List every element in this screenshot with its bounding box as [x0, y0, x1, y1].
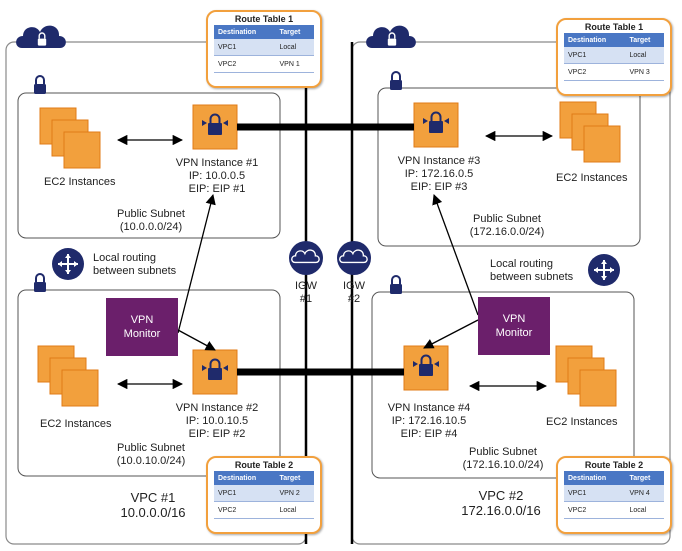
vpn-instance-icon — [413, 102, 459, 148]
vpc1-label: VPC #1 10.0.0.0/16 — [120, 490, 186, 520]
vpn-monitor-vpc1: VPN Monitor — [106, 298, 178, 356]
local-routing-label: Local routing between subnets — [93, 252, 177, 277]
cloud-lock-icon — [16, 25, 66, 48]
ec2-label: EC2 Instances — [556, 172, 628, 184]
ec2-label: EC2 Instances — [546, 416, 618, 428]
vpc2-label: VPC #2 172.16.0.0/16 — [461, 488, 541, 518]
router-icon — [587, 253, 621, 287]
internet-gateway-icon — [337, 241, 371, 275]
vpn-instance-icon — [192, 104, 238, 150]
lock-icon — [389, 71, 403, 91]
vpc1-subnet-top — [17, 92, 281, 239]
lock-icon — [33, 75, 47, 95]
vpn-instance-2-label: VPN Instance #2 IP: 10.0.10.5 EIP: EIP #… — [175, 402, 259, 440]
monitor1-to-vpn2 — [177, 329, 216, 351]
subnet-label: Public Subnet (172.16.10.0/24) — [462, 446, 544, 471]
subnet-label: Public Subnet (10.0.10.0/24) — [116, 442, 186, 467]
vpn-instance-icon — [403, 345, 449, 391]
vpc1-subnet-bottom — [17, 289, 281, 477]
ec2-instances-icon — [39, 107, 101, 169]
lock-icon — [389, 275, 403, 295]
monitor1-to-vpn1 — [177, 193, 216, 334]
subnet-label: Public Subnet (10.0.0.0/24) — [117, 208, 185, 233]
vpn-monitor-vpc2: VPN Monitor — [478, 297, 550, 355]
vpc2-subnet-top — [377, 87, 641, 247]
ec2-label: EC2 Instances — [40, 418, 112, 430]
ec2-instances-icon — [559, 101, 621, 163]
vpn-instance-4-label: VPN Instance #4 IP: 172.16.10.5 EIP: EIP… — [387, 402, 471, 440]
router-icon — [51, 247, 85, 281]
vpc2-subnet-bottom — [371, 291, 635, 479]
vpn-instance-3-label: VPN Instance #3 IP: 172.16.0.5 EIP: EIP … — [397, 155, 481, 193]
local-routing-label: Local routing between subnets — [490, 258, 574, 283]
ec2-instances-icon — [555, 345, 617, 407]
cloud-lock-icon — [366, 25, 416, 48]
igw1-label: IGW #1 — [295, 280, 317, 305]
lock-icon — [33, 273, 47, 293]
vpn-instance-icon — [192, 349, 238, 395]
monitor2-to-vpn4 — [423, 319, 479, 349]
vpn-instance-1-label: VPN Instance #1 IP: 10.0.0.5 EIP: EIP #1 — [175, 157, 259, 195]
ec2-instances-icon — [37, 345, 99, 407]
subnet-label: Public Subnet (172.16.0.0/24) — [469, 213, 545, 238]
internet-gateway-icon — [289, 241, 323, 275]
igw2-label: IGW #2 — [343, 280, 365, 305]
monitor2-to-vpn3 — [432, 194, 479, 316]
ec2-label: EC2 Instances — [44, 176, 116, 188]
